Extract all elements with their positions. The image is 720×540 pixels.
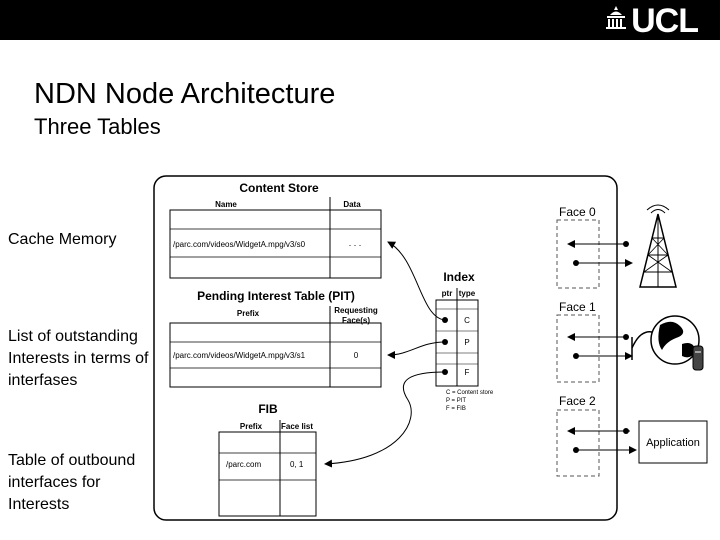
content-store-table: Content Store Name Data /parc.com/videos… [169,181,382,279]
face-1-label: Face 1 [559,300,596,314]
fib-row-prefix: /parc.com [226,460,261,469]
logo-text: UCL [631,2,699,40]
side-label-fib: Table of outbound interfaces for Interes… [8,452,136,513]
index-to-cs-arrow [387,241,446,321]
fib-col-prefix: Prefix [240,422,263,431]
pit-row-prefix: /parc.com/videos/WidgetA.mpg/v3/s1 [173,351,306,360]
node-boundary [153,175,618,521]
index-title: Index [443,270,475,284]
index-to-fib-arrow [324,371,446,468]
index-type-f: F [465,368,470,377]
cs-row-name: /parc.com/videos/WidgetA.mpg/v3/s0 [173,240,306,249]
index-col-ptr: ptr [442,289,453,298]
face-0-label: Face 0 [559,205,596,219]
application-box: Application [638,420,708,464]
pit-col-prefix: Prefix [237,309,260,318]
network-globe-icon [631,315,704,371]
cs-col-name: Name [215,200,237,209]
pit-row-faces: 0 [354,351,359,360]
pit-title: Pending Interest Table (PIT) [197,289,355,303]
content-store-title: Content Store [239,181,319,195]
fib-col-faces: Face list [281,422,313,431]
cs-row-data: . . . [349,238,362,248]
fib-title: FIB [258,402,278,416]
index-type-p: P [464,338,469,347]
cs-col-data: Data [343,200,361,209]
pit-col-faces-1: Requesting [334,306,378,315]
index-legend-f: F = FIB [446,406,466,412]
header-bar: UCL [0,0,720,40]
fib-row-faces: 0, 1 [290,460,304,469]
radio-tower-icon [639,204,677,288]
index-table: Index ptr type C P F C = Content store P… [435,270,494,412]
ucl-logo: UCL [606,2,699,40]
side-label-pit: List of outstanding Interests in terms o… [8,328,149,389]
application-label: Application [646,437,700,449]
pit-col-faces-2: Face(s) [342,316,370,325]
portico-logo-icon [606,6,627,29]
index-to-pit-arrow [387,341,446,359]
index-legend-p: P = PIT [446,398,466,404]
face-2-label: Face 2 [559,394,596,408]
slide-title: NDN Node Architecture [34,78,336,110]
face-1: Face 1 [556,300,633,383]
index-legend-c: C = Content store [446,390,494,396]
face-0: Face 0 [556,205,633,289]
pit-table: Pending Interest Table (PIT) Prefix Requ… [169,289,382,388]
face-2: Face 2 [556,394,637,477]
fib-table: FIB Prefix Face list /parc.com 0, 1 [218,402,317,517]
index-col-type: type [459,289,476,298]
side-label-cache: Cache Memory [8,231,117,248]
index-type-c: C [464,316,470,325]
slide-subtitle: Three Tables [34,114,161,139]
